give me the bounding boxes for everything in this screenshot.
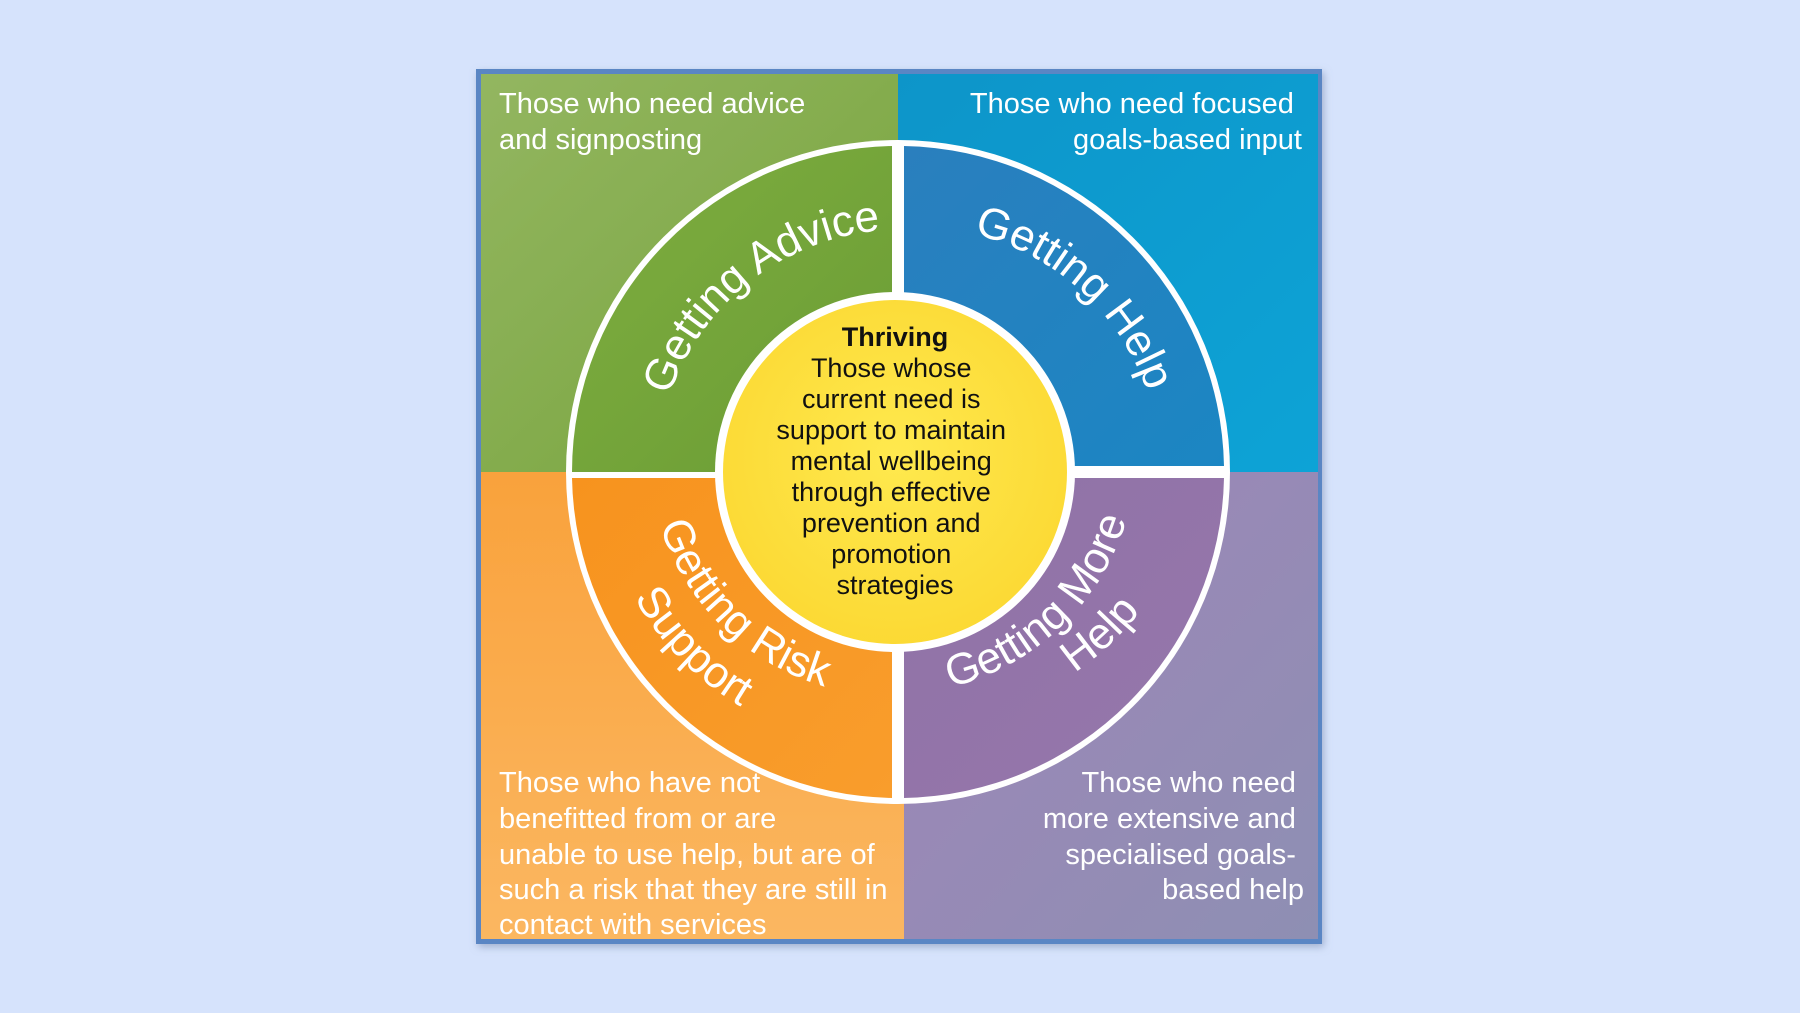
center-circle — [723, 300, 1067, 644]
ring — [566, 140, 1230, 804]
corner-text-bottom-right: Those who need more extensive and specia… — [1043, 767, 1304, 906]
corner-text-top-left: Those who need advice and signposting — [499, 88, 813, 156]
center-description: Those whose current need is support to m… — [776, 353, 1013, 600]
corner-text-top-right: Those who need focused goals-based input — [970, 88, 1302, 156]
center-title: Thriving — [842, 322, 949, 352]
corner-text-bottom-left: Those who have not benefitted from or ar… — [499, 767, 896, 941]
